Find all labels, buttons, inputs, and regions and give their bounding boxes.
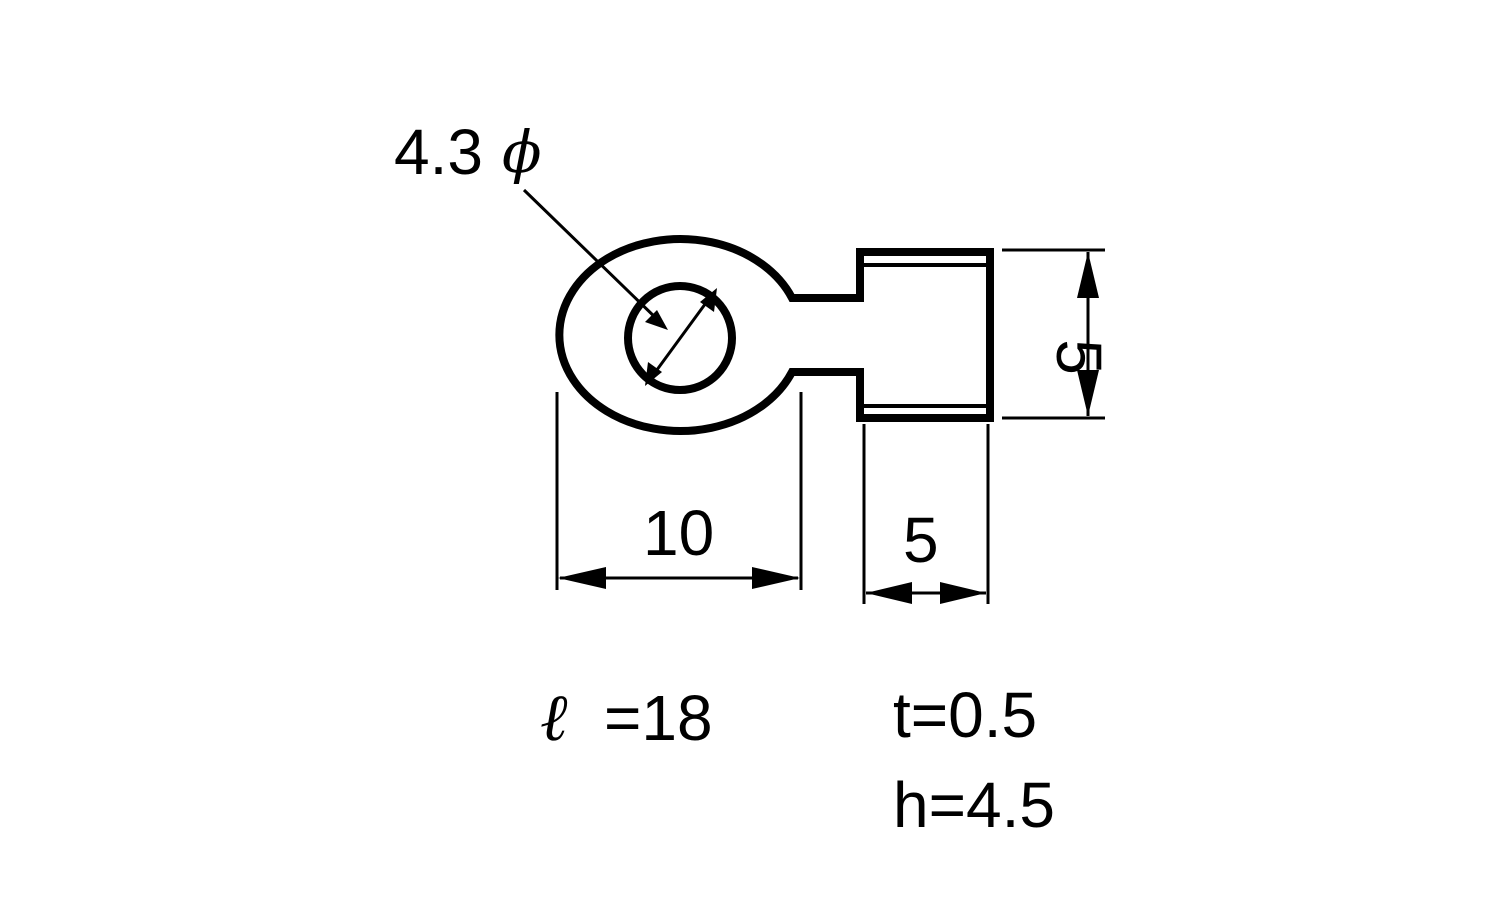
length-note: =18 <box>604 682 713 754</box>
barrel-width-label: 5 <box>903 504 939 576</box>
barrel-height-arrow-top <box>1077 252 1099 298</box>
barrel-height-label: 5 <box>1043 339 1115 375</box>
hole-diameter-symbol: ϕ <box>502 118 542 186</box>
ring-arrow-right <box>752 567 800 589</box>
hole-arrow-upper <box>700 288 717 312</box>
height-note: h=4.5 <box>893 769 1055 841</box>
hole-circle <box>624 282 736 394</box>
hole-diameter-label: 4.3 <box>394 116 483 188</box>
hole-leader-line <box>522 188 662 324</box>
barrel-height-arrow-bottom <box>1077 370 1099 416</box>
length-symbol: ℓ <box>540 682 568 755</box>
hole-diameter-line <box>649 295 713 379</box>
thickness-note: t=0.5 <box>893 679 1037 751</box>
hole-leader-arrow <box>645 310 668 330</box>
barrel-width-arrow-right <box>940 582 986 604</box>
ring-arrow-left <box>558 567 606 589</box>
terminal-outline <box>555 235 994 435</box>
ring-width-label: 10 <box>643 497 714 569</box>
hole-arrow-lower <box>645 362 662 386</box>
barrel-width-arrow-left <box>866 582 912 604</box>
